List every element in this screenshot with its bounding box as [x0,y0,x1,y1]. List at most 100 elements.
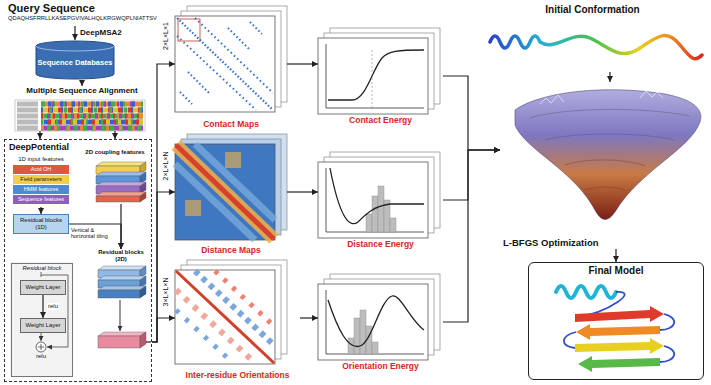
orientation-map-image [195,271,274,345]
illustration-part [41,102,143,107]
map-label: Inter-residue Orientations [186,371,290,381]
energy-landscape [565,160,645,166]
conformation-heading: Initial Conformation [480,4,705,16]
illustration-part [41,102,143,107]
dimension-label: 2×L×L×1 [162,22,170,50]
msa-heading: Multiple Sequence Alignment [12,86,152,95]
contact-map: Contact Maps [175,6,287,130]
energy-plot: Distance Energy [318,150,443,250]
flow-arrow [81,80,82,86]
cylinder-body [36,41,114,79]
distance-energy-plot [330,168,424,224]
distance-energy-plot [318,152,440,238]
illustration-part [354,318,360,354]
illustration-part [41,114,143,119]
illustration-part [564,332,576,348]
energy-plot: Orientation Energy [318,272,443,372]
distance-map: Distance Maps [175,134,287,256]
energy-landscape: L-BFGS Optimization [500,82,705,249]
inset-ground [41,344,42,350]
contact-map-image [228,28,250,50]
inset-ground [10,262,72,376]
feature-label: Field parameters [20,176,61,182]
query-sequence: Query SequenceQDAQHSFRRLLKASEPGVIVALHQLK… [8,2,168,26]
feature-row: Acid OH [13,165,69,174]
residual-slabs [98,266,146,270]
initial-conformation: Initial Conformation [480,4,705,72]
flow-arrow [615,249,616,262]
network-box: DeepPotential1D input featuresAcid OHFie… [4,139,152,382]
coupling-slabs [96,162,146,166]
illustration-part [17,114,38,119]
final-model-box: Final Model [528,262,704,380]
illustration-part [372,196,378,232]
illustration-part [17,126,38,131]
contact-map-image [180,92,192,104]
orientation-map: Inter-residue Orientations [175,260,300,381]
orientation-map-image [176,290,255,363]
illustration-part [41,120,143,125]
illustration-part [378,186,384,232]
inset-ground [41,272,42,277]
illustration-part [660,346,674,362]
illustration-part [348,310,378,354]
energy-landscape [585,187,625,190]
flow-arrow [609,72,610,82]
residual-block-2d: Residual blocks (2D) [93,249,149,301]
block-heading: Residual blocks (2D) [93,249,149,263]
distance-map-image [176,145,274,239]
illustration-part [41,108,143,113]
residual-slabs [98,276,146,280]
final-protein [576,324,660,340]
illustration-part [17,102,38,107]
block-label: Residual blocks (1D) [14,217,68,231]
feature-stack: 1D input featuresAcid OH Field parameters… [11,156,71,207]
stack-heading: 1D input features [11,156,71,163]
msa-image [15,100,145,131]
orientation-energy-plot [326,290,424,354]
energy-landscape [540,95,564,104]
contact-energy-plot [372,50,373,108]
contact-map-image [195,18,273,93]
final-protein [575,338,664,354]
contact-map-image [175,16,275,112]
illustration-part [360,310,366,354]
contact-map-image [177,36,256,110]
flow-arrow [42,295,43,318]
residual-slabs [98,286,146,290]
final-protein [578,356,660,372]
contact-energy-plot [326,44,424,108]
distance-energy-plot [326,168,424,232]
illustration-part [41,120,143,125]
illustration-part [17,120,38,125]
weight-layer: Weight Layer [20,318,66,333]
residual-block-1d: Residual blocks (1D) [13,214,69,234]
illustration-part [41,108,143,113]
flow-arrow [152,318,175,342]
coupling-slabs [96,182,146,186]
illustration-part [41,126,143,131]
energy-landscape [640,91,663,98]
distance-map-image [175,134,287,240]
flow-arrow [152,64,175,342]
edge-label: Vertical & horizontal tiling [70,227,114,240]
sequence-text: QDAQHSFRRLLKASEPGVIVALHQLKRGWQPLNIATTSV [8,15,168,22]
optimization-label: L-BFGS Optimization [503,238,599,249]
residual-slabs [146,341,151,342]
residual-slabs [98,336,140,348]
flow-arrow [300,317,318,318]
illustration-part [41,114,143,119]
illustration-part [41,114,143,119]
coupling-slabs [140,192,146,202]
dimension-label: 2×L×L×N [162,152,170,181]
database-cylinder: Sequence Databases [35,40,115,80]
flow-arrow [39,131,40,139]
distance-map-image [175,144,275,240]
illustration-part [41,108,143,113]
final-protein [556,286,616,298]
flow-arrow [443,76,500,150]
feature-row: Sequence features [13,195,69,204]
contact-map-image [250,22,262,34]
illustration-part [41,114,143,119]
flow-arrow [69,224,121,249]
